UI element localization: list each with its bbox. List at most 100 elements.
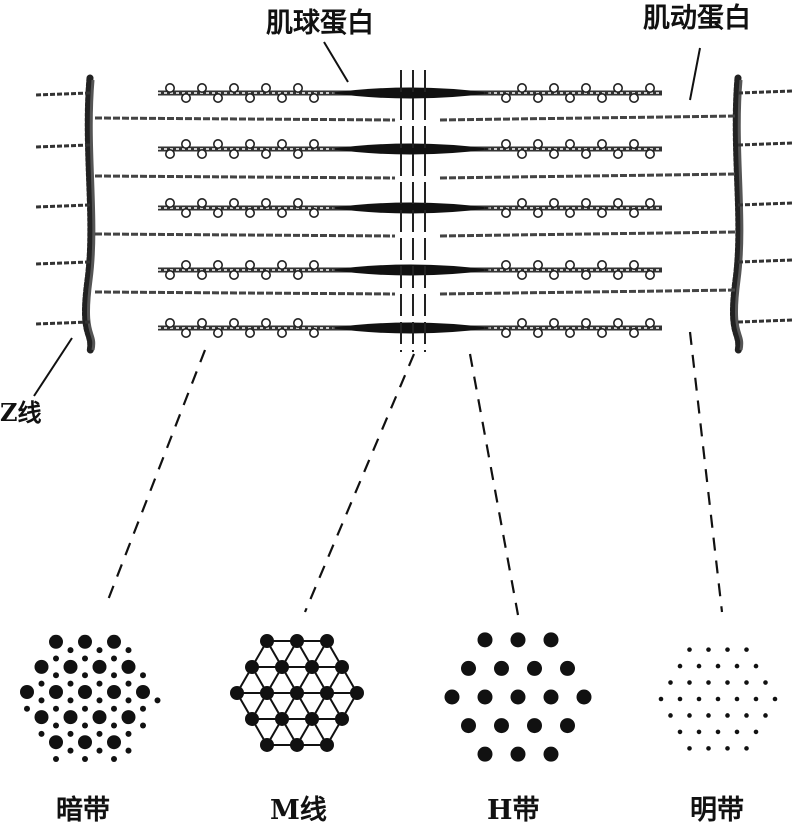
myosin-head xyxy=(596,208,607,219)
myosin-head xyxy=(628,93,639,104)
thick-filament-dot xyxy=(494,718,509,734)
myosin-head xyxy=(292,317,303,328)
myosin-head xyxy=(213,208,224,219)
myosin-head xyxy=(548,317,559,328)
z-line-stub xyxy=(34,203,91,209)
myosin-head xyxy=(292,83,303,94)
thin-filament-dot xyxy=(734,729,740,735)
thin-filament-dot xyxy=(734,696,740,702)
thin-filament-dot xyxy=(725,680,730,685)
myosin-head xyxy=(612,269,623,280)
thick-filament-dot xyxy=(290,686,304,700)
actin-filaments xyxy=(94,114,736,296)
thin-filament-dot xyxy=(125,747,132,754)
thin-filament-dot xyxy=(715,729,721,735)
thick-filament-dot xyxy=(49,685,63,699)
myosin-head xyxy=(612,198,623,209)
thick-filament-dot xyxy=(275,711,289,726)
myosin-head xyxy=(516,83,527,94)
z-line-stub xyxy=(737,258,794,264)
myosin-head xyxy=(564,139,575,150)
thin-filament-dot xyxy=(67,730,74,737)
myosin-head xyxy=(628,208,639,219)
myosin-head xyxy=(197,269,208,280)
thin-filament-dot xyxy=(125,730,132,737)
z-line-stub xyxy=(737,141,794,147)
thick-filament-dot xyxy=(560,660,575,676)
thin-filament-dot xyxy=(67,697,74,704)
thick-filament-dot xyxy=(461,660,476,676)
m-line-marks xyxy=(400,70,426,352)
thin-filament-dot xyxy=(677,663,683,669)
myosin-leader xyxy=(323,41,349,83)
thin-filament-dot xyxy=(82,655,88,662)
thin-filament-dot xyxy=(753,663,759,669)
actin-filament xyxy=(439,288,736,296)
thin-filament-dot xyxy=(53,755,59,762)
label-leader-lines xyxy=(33,41,701,397)
thick-filament-dot xyxy=(63,710,78,725)
myosin-head xyxy=(612,317,623,328)
actin-filament xyxy=(94,116,396,122)
myosin-head xyxy=(500,259,511,270)
myosin-head xyxy=(596,259,607,270)
thick-filament-dot xyxy=(335,711,349,726)
thin-filament-dot xyxy=(668,713,673,718)
myosin-head xyxy=(548,83,559,94)
myosin-head xyxy=(213,259,224,270)
thin-filament-dot xyxy=(658,696,664,702)
thin-filament-dot xyxy=(82,755,88,762)
myosin-head xyxy=(276,93,287,104)
myosin-head xyxy=(580,198,591,209)
myosin-head xyxy=(229,83,240,94)
myosin-head xyxy=(260,83,271,94)
myosin-head xyxy=(596,93,607,104)
thick-filament-dot xyxy=(543,689,559,705)
myosin-head xyxy=(596,139,607,150)
myosin-head xyxy=(165,149,176,160)
actin-filament xyxy=(439,230,736,238)
myosin-head xyxy=(548,269,559,280)
myosin-head xyxy=(165,269,176,280)
myosin-head xyxy=(213,327,224,338)
myosin-head xyxy=(580,149,591,160)
myosin-head xyxy=(500,93,511,104)
myosin-head xyxy=(292,198,303,209)
myosin-head xyxy=(628,327,639,338)
z-line-left xyxy=(34,74,96,356)
thin-filament-dot xyxy=(706,713,711,718)
myosin-head xyxy=(197,317,208,328)
thick-filament-dot xyxy=(230,686,244,700)
myosin-head xyxy=(580,269,591,280)
thick-filament-dot xyxy=(350,686,364,700)
thick-filament-dot xyxy=(527,660,542,676)
thin-filament-dot xyxy=(96,680,103,687)
thick-filament-dot xyxy=(34,659,49,674)
myosin-head xyxy=(292,149,303,160)
myosin-head xyxy=(548,198,559,209)
thin-filament-dot xyxy=(111,655,117,662)
thin-filament-dot xyxy=(67,747,74,754)
thin-filament-dot xyxy=(140,705,146,712)
thin-filament-dot xyxy=(725,713,730,718)
thick-filament-dot xyxy=(275,660,289,675)
myosin-bare-zone xyxy=(330,322,492,334)
thick-filament-dot xyxy=(260,686,274,700)
thin-filament-dot xyxy=(744,713,749,718)
thin-filament-dot xyxy=(677,696,683,702)
z-line-leader xyxy=(33,337,73,397)
thick-filament-dot xyxy=(543,746,559,762)
thin-filament-dot xyxy=(38,680,45,687)
light-band-label: 明带 xyxy=(690,795,744,826)
myosin-head xyxy=(500,327,511,338)
thick-filament-dot xyxy=(78,685,92,699)
myosin-head xyxy=(500,139,511,150)
myosin-head xyxy=(500,208,511,219)
thin-filament-dot xyxy=(96,730,103,737)
myosin-head xyxy=(197,198,208,209)
myosin-head xyxy=(165,317,176,328)
myosin-head xyxy=(564,327,575,338)
thick-filament-dot xyxy=(92,659,107,674)
myosin-head xyxy=(644,317,655,328)
